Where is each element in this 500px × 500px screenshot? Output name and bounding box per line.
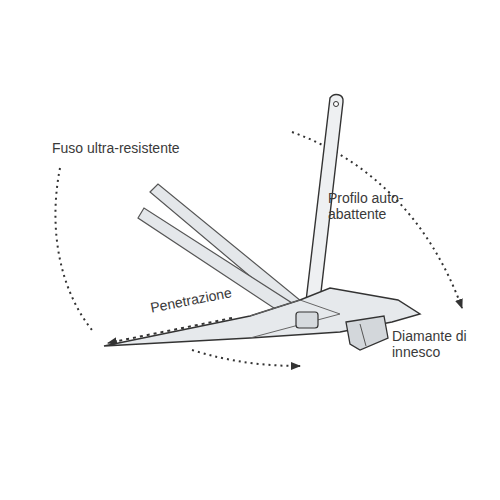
penetration-arrow (192, 350, 300, 366)
diamond-edge (360, 324, 366, 346)
part-label: Profilo auto-abattente (328, 190, 438, 222)
tripping-diamond (346, 316, 388, 350)
part-label: Fuso ultra-resistente (52, 140, 222, 156)
motion-arc (55, 168, 92, 330)
crown-pin (296, 312, 318, 328)
fluke-edge (250, 300, 340, 338)
part-label: Diamante di innesco (392, 328, 492, 360)
shank-hole (334, 102, 339, 107)
part-label: Penetrazione (147, 284, 235, 316)
